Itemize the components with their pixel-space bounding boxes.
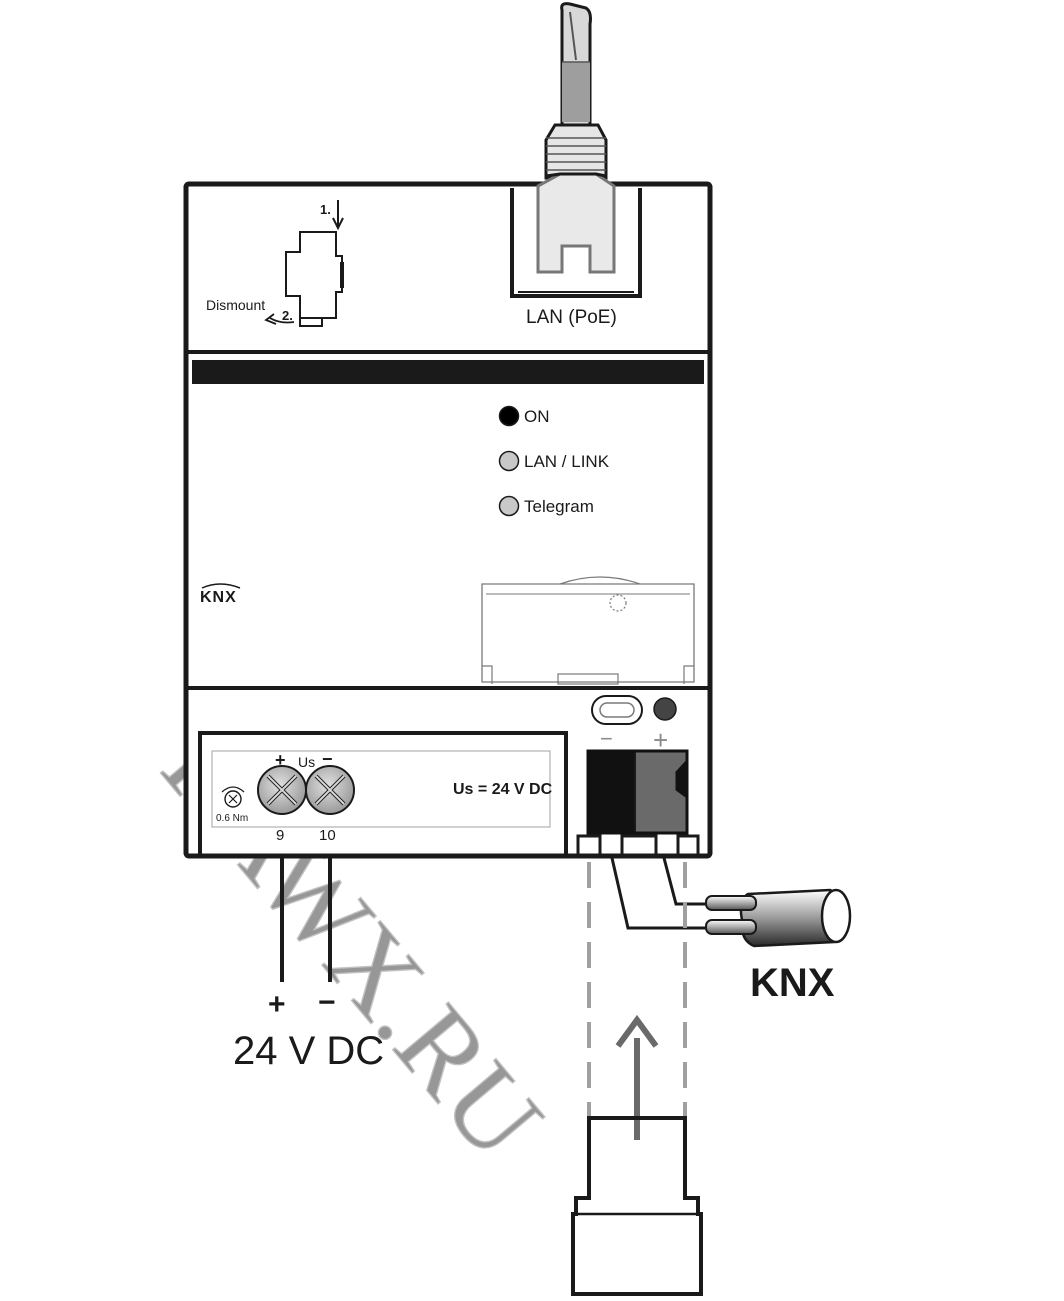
knx-plus-label: + bbox=[653, 725, 668, 755]
torque-label: 0.6 Nm bbox=[216, 813, 248, 824]
terminal-10-label: 10 bbox=[319, 827, 336, 844]
supply-wires: + − 24 V DC bbox=[233, 858, 384, 1073]
programming-led bbox=[653, 697, 677, 721]
led-telegram-dot bbox=[498, 495, 520, 517]
terminal-us-label: Us bbox=[298, 754, 315, 770]
led-on-dot bbox=[498, 405, 520, 427]
lan-port: LAN (PoE) bbox=[510, 172, 642, 328]
curved-arrow-icon bbox=[269, 317, 295, 324]
led-lan-link: LAN / LINK bbox=[498, 450, 610, 472]
knx-minus-label: − bbox=[600, 726, 613, 751]
cover-flap bbox=[481, 576, 695, 685]
label-strip bbox=[192, 360, 704, 384]
supply-minus-label: − bbox=[318, 986, 336, 1019]
led-telegram: Telegram bbox=[498, 495, 594, 517]
knx-bus-cable: KNX bbox=[610, 857, 852, 1005]
step-2-label: 2. bbox=[282, 308, 293, 323]
knx-bus-label: KNX bbox=[750, 961, 835, 1005]
led-lan-link-dot bbox=[498, 450, 520, 472]
device-housing bbox=[183, 181, 713, 859]
plug-insertion-guide bbox=[571, 862, 703, 1296]
led-telegram-label: Telegram bbox=[524, 497, 594, 516]
knx-terminal-area: − + bbox=[576, 695, 700, 856]
screw-terminal-10[interactable] bbox=[305, 765, 355, 815]
lan-poe-label: LAN (PoE) bbox=[526, 307, 617, 328]
led-indicators: ON LAN / LINK Telegram bbox=[498, 405, 610, 517]
terminal-minus-label: − bbox=[322, 749, 333, 769]
torque-icon bbox=[221, 786, 245, 808]
power-terminal-block: + Us − 0.6 Nm Us = 24 V DC 9 10 bbox=[198, 731, 568, 856]
step-1-label: 1. bbox=[320, 202, 331, 217]
led-on: ON bbox=[498, 405, 550, 427]
lan-cable bbox=[544, 2, 608, 180]
knx-bus-plug bbox=[586, 749, 689, 835]
supply-spec-label: Us = 24 V DC bbox=[453, 781, 553, 798]
dismount-label: Dismount bbox=[206, 297, 265, 313]
supply-voltage-label: 24 V DC bbox=[233, 1029, 384, 1073]
led-lan-link-label: LAN / LINK bbox=[524, 452, 610, 471]
terminal-plus-label: + bbox=[275, 750, 286, 770]
supply-plus-label: + bbox=[268, 988, 286, 1021]
led-on-label: ON bbox=[524, 407, 550, 426]
din-rail-mount-icon: 1. 2. Dismount bbox=[206, 200, 344, 327]
terminal-9-label: 9 bbox=[276, 827, 284, 844]
screw-terminal-9[interactable] bbox=[257, 765, 307, 815]
knx-plug-outline bbox=[571, 1116, 703, 1296]
knx-logo: KNX bbox=[200, 589, 237, 606]
